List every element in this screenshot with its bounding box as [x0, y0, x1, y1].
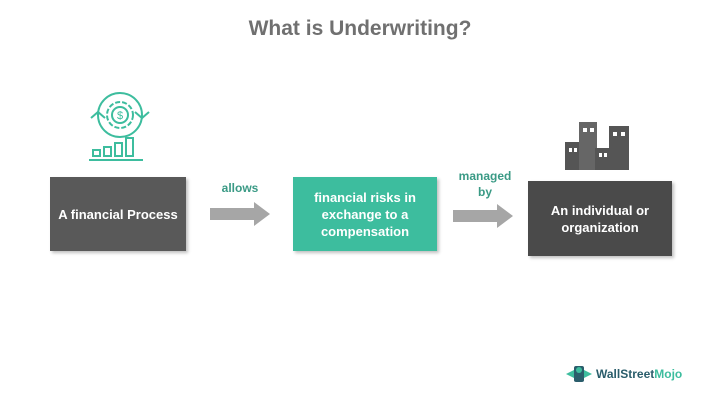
financial-process-box: A financial Process: [50, 177, 186, 251]
page-title: What is Underwriting?: [248, 17, 472, 40]
logo-icon: [566, 366, 592, 382]
buildings-icon: [565, 122, 629, 170]
logo-text-accent: Mojo: [654, 367, 683, 381]
allows-label: allows: [221, 181, 259, 195]
logo-text: WallStreet: [596, 367, 655, 381]
svg-text:$: $: [117, 110, 123, 122]
wallstreetmojo-logo: WallStreetMojo: [566, 364, 682, 384]
arrow-right-icon: [453, 204, 513, 228]
managed-by-label: managed by: [458, 169, 512, 199]
financial-risks-box: financial risks in exchange to a compens…: [293, 177, 437, 251]
arrow-right-icon: [210, 202, 270, 226]
financial-growth-icon: $: [89, 92, 150, 161]
individual-organization-box: An individual or organization: [528, 181, 672, 256]
